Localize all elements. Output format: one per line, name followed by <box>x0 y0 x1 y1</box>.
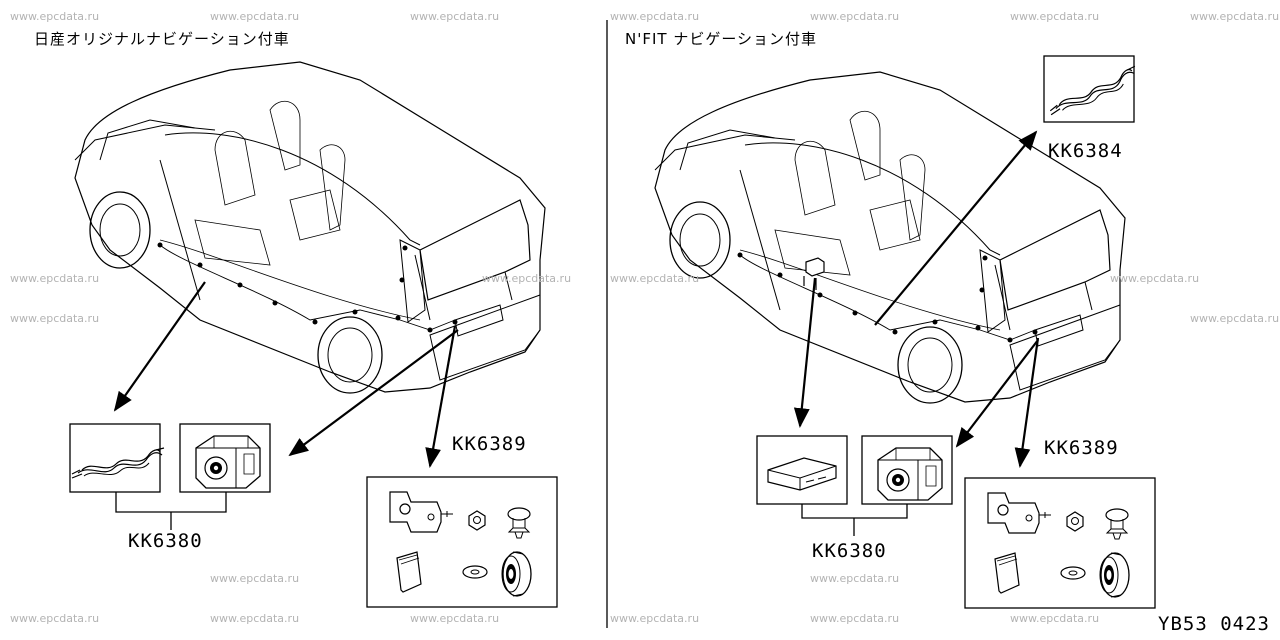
left-cable-box <box>69 423 161 493</box>
watermark: www.epcdata.ru <box>810 612 900 625</box>
watermark: www.epcdata.ru <box>1010 10 1100 23</box>
watermark: www.epcdata.ru <box>810 572 900 585</box>
right-arrow-to-kit <box>1014 337 1040 468</box>
watermark: www.epcdata.ru <box>1190 312 1280 325</box>
watermark: www.epcdata.ru <box>610 612 700 625</box>
right-arrow-to-camera <box>955 339 1039 448</box>
left-part-number-camera-kit: KK6380 <box>128 530 203 552</box>
left-arrow-to-cable <box>113 281 206 412</box>
right-camera-kit-bracket <box>801 504 908 536</box>
right-part-number-harness-kit: KK6389 <box>1044 437 1119 459</box>
right-arrow-to-cable <box>874 130 1038 326</box>
left-camera-icon <box>195 435 261 489</box>
right-control-unit-icon <box>767 457 837 491</box>
left-cable-icon <box>71 447 165 479</box>
watermark: www.epcdata.ru <box>210 612 300 625</box>
watermark: www.epcdata.ru <box>810 10 900 23</box>
right-part-number-cable: KK6384 <box>1048 140 1123 162</box>
left-part-number-harness-kit: KK6389 <box>452 433 527 455</box>
left-car-cutaway-icon <box>74 61 546 394</box>
watermark: www.epcdata.ru <box>610 272 700 285</box>
watermark: www.epcdata.ru <box>610 10 700 23</box>
left-camera-box <box>179 423 271 493</box>
watermark: www.epcdata.ru <box>210 572 300 585</box>
watermark: www.epcdata.ru <box>10 612 100 625</box>
watermark: www.epcdata.ru <box>1010 612 1100 625</box>
left-arrow-to-kit <box>425 325 457 468</box>
right-cable-box <box>1043 55 1135 123</box>
right-part-number-camera-kit: KK6380 <box>812 540 887 562</box>
left-arrow-to-camera <box>288 329 459 457</box>
document-code: YB53 0423 <box>1158 613 1270 635</box>
watermark: www.epcdata.ru <box>410 10 500 23</box>
watermark: www.epcdata.ru <box>482 272 572 285</box>
watermark: www.epcdata.ru <box>10 272 100 285</box>
watermark: www.epcdata.ru <box>410 612 500 625</box>
right-arrow-to-unit <box>793 277 817 428</box>
watermark: www.epcdata.ru <box>10 10 100 23</box>
right-heading: N'FIT ナビゲーション付車 <box>625 30 818 48</box>
left-heading: 日産オリジナルナビゲーション付車 <box>34 30 290 48</box>
left-camera-kit-bracket <box>115 492 227 530</box>
right-harness-kit-box <box>964 477 1156 609</box>
watermark: www.epcdata.ru <box>1110 272 1200 285</box>
left-harness-kit-box <box>366 476 558 608</box>
right-control-unit-marker <box>803 257 825 290</box>
right-camera-icon <box>877 447 943 501</box>
right-cable-icon <box>1044 65 1142 116</box>
watermark: www.epcdata.ru <box>1190 10 1280 23</box>
watermark: www.epcdata.ru <box>10 312 100 325</box>
watermark: www.epcdata.ru <box>210 10 300 23</box>
